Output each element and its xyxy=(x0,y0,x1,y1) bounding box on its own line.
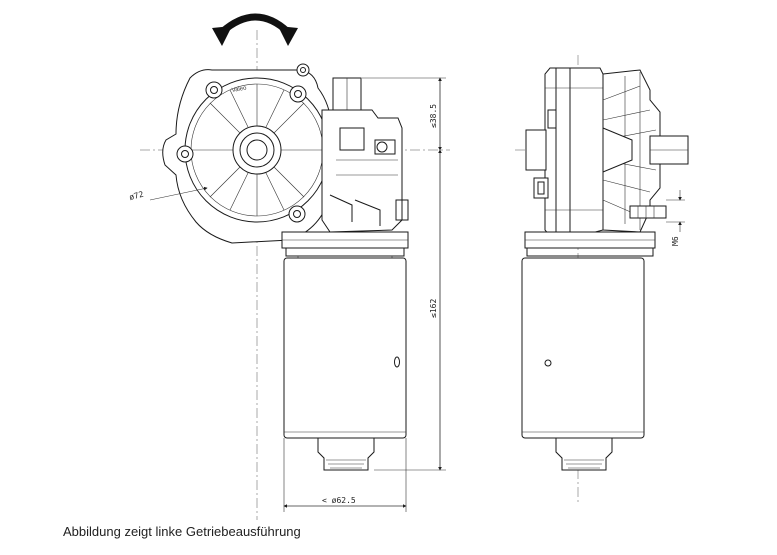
housing-ribs xyxy=(191,84,323,216)
side-end-cap xyxy=(555,437,613,471)
valeo-logo: Valeo xyxy=(231,85,247,94)
dim-gear-diameter: ø72 xyxy=(128,190,144,202)
m6-bolt xyxy=(629,205,667,219)
motor-can xyxy=(283,257,407,439)
dim-motor-diameter: < ø62.5 xyxy=(322,496,356,505)
front-view: Valeo ≤162 xyxy=(128,13,450,520)
dim-thread: M6 xyxy=(671,236,680,246)
mounting-bolts xyxy=(176,63,310,223)
end-cap xyxy=(317,437,375,471)
dim-shaft-height: ≤38.5 xyxy=(429,104,438,128)
dim-total-length: ≤162 xyxy=(429,299,438,318)
side-view: M6 xyxy=(515,55,690,505)
side-motor-can xyxy=(521,257,645,439)
figure-caption: Abbildung zeigt linke Getriebeausführung xyxy=(63,524,301,539)
rotation-arrow-icon xyxy=(212,13,298,46)
side-gear-housing xyxy=(544,67,604,237)
